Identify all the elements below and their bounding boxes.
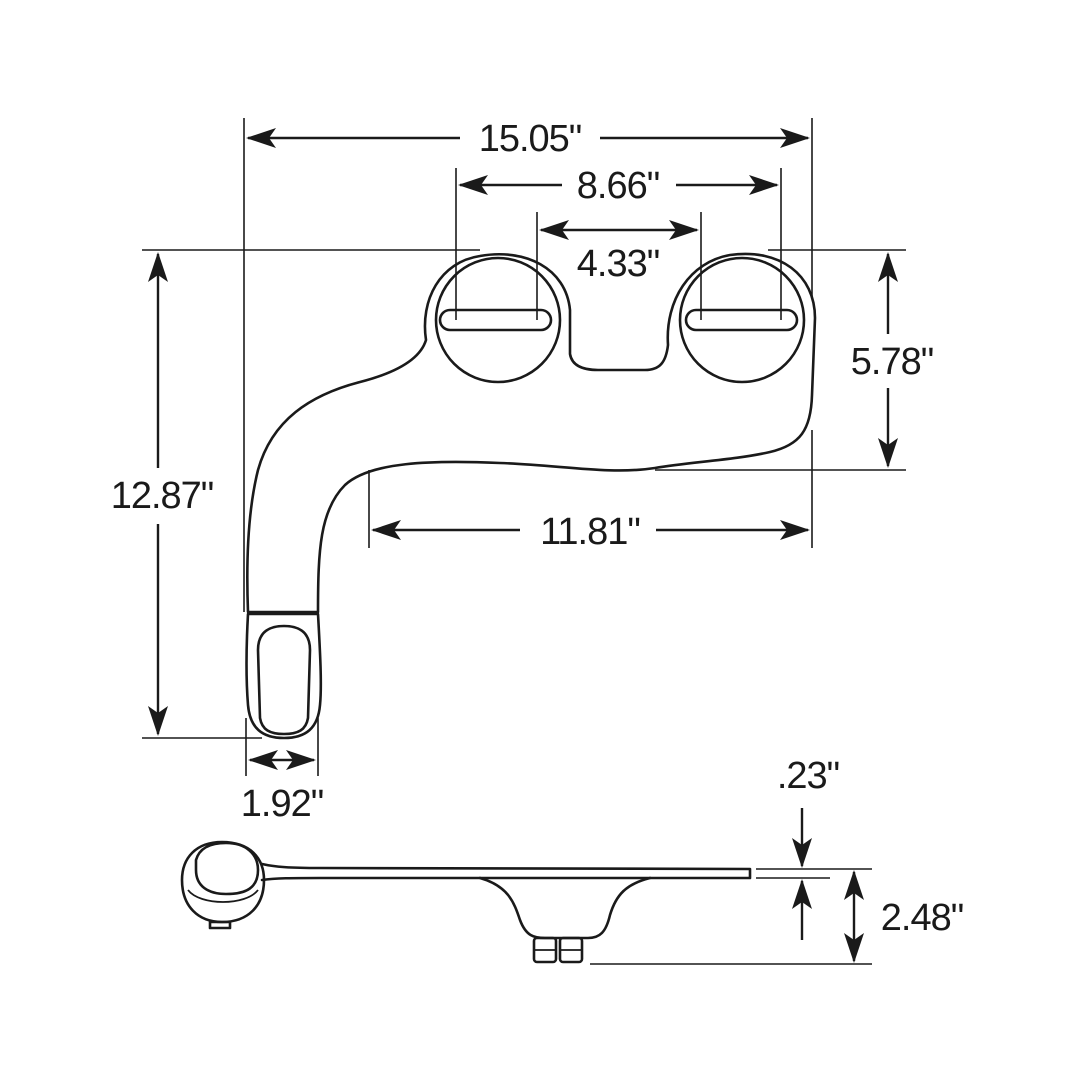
nozzle-cover xyxy=(256,624,312,736)
top-view-dimensions: 15.05" 8.66" 4.33" 12.87" 5.78" 11.81" 1… xyxy=(111,118,934,825)
side-view-knob-cap xyxy=(194,841,260,896)
nozzle-housing xyxy=(245,612,323,740)
label-overall-width: 15.05" xyxy=(479,118,582,160)
right-mount-circle xyxy=(678,256,806,384)
left-mount-circle xyxy=(434,256,562,384)
side-view-knob-foot xyxy=(208,920,232,930)
top-view-body-outline xyxy=(246,252,817,614)
label-mount-inner-spacing: 4.33" xyxy=(577,243,659,285)
side-view-bracket xyxy=(478,876,652,940)
left-mount-slot xyxy=(438,308,553,332)
right-mount-slot xyxy=(684,308,799,332)
side-view xyxy=(180,840,752,964)
label-nozzle-width: 1.92" xyxy=(241,783,323,825)
top-view xyxy=(245,252,817,740)
label-overall-height: 12.87" xyxy=(111,475,214,517)
side-view-dimensions: .23" 2.48" xyxy=(590,755,964,965)
side-view-knob-band xyxy=(187,889,259,903)
label-arm-length: 11.81" xyxy=(540,511,640,553)
label-side-height: 2.48" xyxy=(881,897,963,939)
side-view-plate xyxy=(260,862,752,882)
label-mount-outer-spacing: 8.66" xyxy=(577,165,659,207)
label-plate-thickness: .23" xyxy=(777,755,839,797)
label-mount-depth: 5.78" xyxy=(851,341,933,383)
